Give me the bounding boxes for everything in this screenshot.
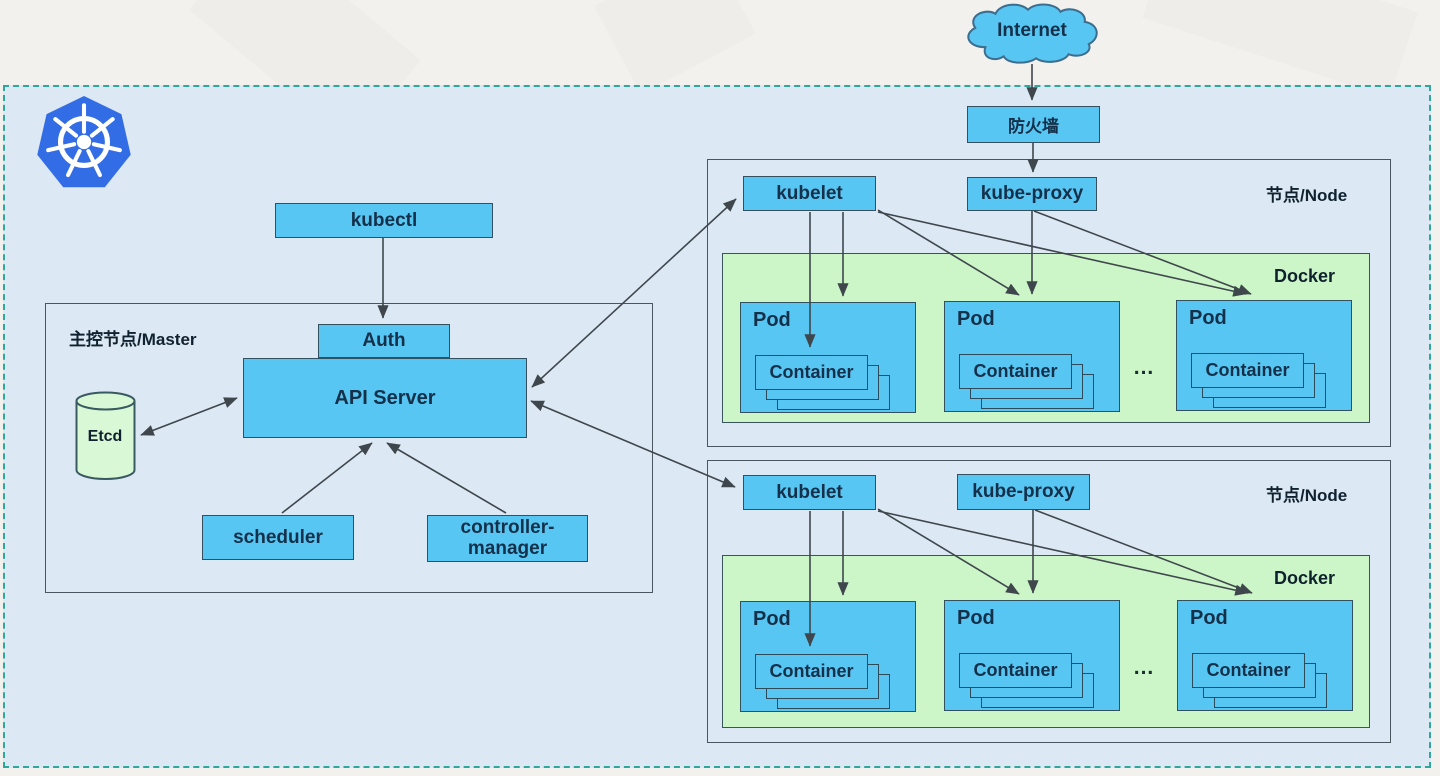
background-shape	[594, 0, 756, 95]
pod-label: Pod	[753, 309, 791, 331]
pods-ellipsis: ...	[1133, 656, 1155, 679]
etcd-cylinder-icon	[75, 391, 136, 480]
node1-kube-proxy-box: kube-proxy	[967, 177, 1097, 211]
auth-box: Auth	[318, 324, 450, 358]
node2-pod2: Pod Container	[944, 600, 1120, 711]
etcd-label: Etcd	[87, 428, 123, 445]
node1-title: 节点/Node	[1266, 186, 1348, 205]
pod-label: Pod	[753, 608, 791, 630]
api-server-box: API Server	[243, 358, 527, 438]
internet-cloud-icon	[967, 3, 1098, 64]
node2-docker-label: Docker	[1273, 568, 1335, 588]
controller-manager-box: controller-manager	[427, 515, 588, 562]
container-box: Container	[755, 355, 868, 390]
node2-title: 节点/Node	[1266, 486, 1348, 505]
node1-pod1: Pod Container	[740, 302, 916, 413]
container-box: Container	[959, 653, 1072, 688]
node2-section	[707, 460, 1391, 743]
scheduler-box: scheduler	[202, 515, 354, 560]
node1-kubelet-box: kubelet	[743, 176, 876, 211]
node2-kube-proxy-box: kube-proxy	[957, 474, 1090, 510]
kubectl-box: kubectl	[275, 203, 493, 238]
kubernetes-logo-icon	[37, 96, 131, 188]
firewall-box: 防火墙	[967, 106, 1100, 143]
node2-pod1: Pod Container	[740, 601, 916, 712]
pod-label: Pod	[957, 607, 995, 629]
internet-label: Internet	[997, 20, 1067, 41]
background-shape	[1142, 0, 1418, 98]
container-box: Container	[959, 354, 1072, 389]
node1-pod2: Pod Container	[944, 301, 1120, 412]
container-box: Container	[1192, 653, 1305, 688]
container-box: Container	[755, 654, 868, 689]
pod-label: Pod	[1189, 307, 1227, 329]
pod-label: Pod	[1190, 607, 1228, 629]
node2-kubelet-box: kubelet	[743, 475, 876, 510]
master-title: 主控节点/Master	[69, 330, 197, 349]
container-box: Container	[1191, 353, 1304, 388]
pods-ellipsis: ...	[1133, 356, 1155, 379]
node2-pod3: Pod Container	[1177, 600, 1353, 711]
node1-docker-label: Docker	[1273, 266, 1335, 286]
pod-label: Pod	[957, 308, 995, 330]
node1-pod3: Pod Container	[1176, 300, 1352, 411]
